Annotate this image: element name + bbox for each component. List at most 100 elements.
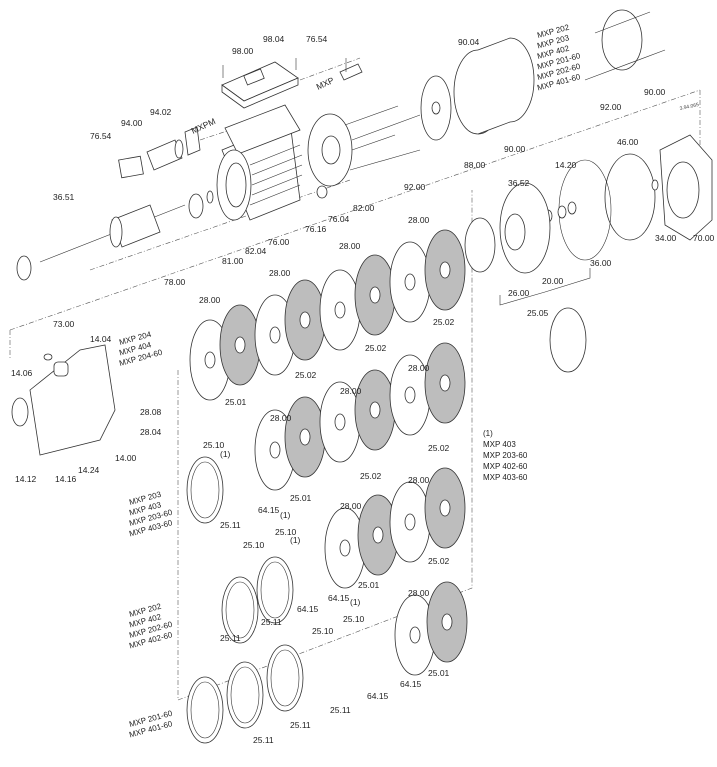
part-label: 90.00 xyxy=(644,87,666,97)
part-label: 94.00 xyxy=(121,118,143,128)
hub xyxy=(439,499,451,517)
footnote-line: MXP 203-60 xyxy=(483,451,528,460)
part-label: 25.02 xyxy=(433,317,455,327)
part-label: 90.00 xyxy=(504,144,526,154)
hub xyxy=(404,386,416,404)
part-label: 98.04 xyxy=(263,34,285,44)
part-label: 36.52 xyxy=(508,178,530,188)
part-label: 28.00 xyxy=(339,241,361,251)
hub xyxy=(372,526,384,544)
part-label: 25.01 xyxy=(290,493,312,503)
part-label: 70.00 xyxy=(693,233,715,243)
part-label: 64.15 xyxy=(258,505,280,515)
part-label: 25.02 xyxy=(428,556,450,566)
stages xyxy=(186,229,468,744)
part-label: 94.02 xyxy=(150,107,172,117)
part-label: 25.10 xyxy=(275,527,297,537)
part-label: 78.00 xyxy=(164,277,186,287)
mxp-variant-label: MXP xyxy=(315,75,336,92)
wear-ring xyxy=(186,676,224,744)
hub xyxy=(369,401,381,419)
part-label: 28.00 xyxy=(269,268,291,278)
part-label: 64.15 xyxy=(328,593,350,603)
fan-cover-alt xyxy=(584,9,666,81)
part-label: 82.04 xyxy=(245,246,267,256)
part-label: 81.00 xyxy=(222,256,244,266)
terminal-block xyxy=(339,58,363,81)
part-label: 28.00 xyxy=(408,215,430,225)
hub xyxy=(299,428,311,446)
part-label: 25.01 xyxy=(428,668,450,678)
motor-flange xyxy=(307,105,421,199)
part-label: 76.54 xyxy=(90,131,112,141)
hub xyxy=(441,613,453,631)
part-label: 76.00 xyxy=(268,237,290,247)
part-label: 36.51 xyxy=(53,192,75,202)
mxpm-variant-label: MXPM xyxy=(190,116,217,136)
wear-ring-inner xyxy=(190,461,220,519)
part-label: 64.15 xyxy=(367,691,389,701)
part-label: 82.00 xyxy=(353,203,375,213)
part-label: 25.10 xyxy=(243,540,265,550)
part-label: 28.08 xyxy=(140,407,162,417)
part-label: 25.05 xyxy=(527,308,549,318)
part-label: 92.00 xyxy=(404,182,426,192)
wear-ring-inner xyxy=(260,561,290,619)
part-label: 76.54 xyxy=(306,34,328,44)
part-label: 28.04 xyxy=(140,427,162,437)
wear-ring xyxy=(256,556,294,624)
part-label: 64.15 xyxy=(297,604,319,614)
part-label: 28.00 xyxy=(408,363,430,373)
junction-box-cover xyxy=(221,58,299,109)
part-label: 73.00 xyxy=(53,319,75,329)
hub xyxy=(409,626,421,644)
part-label: 36.00 xyxy=(590,258,612,268)
part-label: 92.00 xyxy=(600,102,622,112)
hub xyxy=(299,311,311,329)
part-label: 25.10 xyxy=(203,440,225,450)
hub xyxy=(369,286,381,304)
part-label: 25.01 xyxy=(358,580,380,590)
rotor-shaft xyxy=(16,190,214,281)
part-label: (1) xyxy=(290,535,301,545)
part-label: 28.00 xyxy=(270,413,292,423)
wear-ring xyxy=(226,661,264,729)
hub xyxy=(234,336,246,354)
part-label: 25.11 xyxy=(261,617,282,627)
part-label: 28.00 xyxy=(340,501,362,511)
fan-cover xyxy=(453,37,535,135)
part-label: 46.00 xyxy=(617,137,639,147)
part-label: 28.00 xyxy=(408,475,430,485)
part-label: 25.02 xyxy=(365,343,387,353)
part-label: 34.00 xyxy=(655,233,677,243)
hub xyxy=(339,539,351,557)
hub xyxy=(269,326,281,344)
capacitor xyxy=(118,126,201,179)
pump-casing xyxy=(11,344,116,456)
hub xyxy=(269,441,281,459)
hub xyxy=(439,374,451,392)
wear-ring-inner xyxy=(230,666,260,724)
part-label: 25.02 xyxy=(428,443,450,453)
part-label: (1) xyxy=(280,510,291,520)
part-label: 98.00 xyxy=(232,46,254,56)
part-label: 14.06 xyxy=(11,368,33,378)
footnote-line: MXP 402-60 xyxy=(483,462,528,471)
part-label: 64.15 xyxy=(400,679,422,689)
part-label: 28.00 xyxy=(408,588,430,598)
wear-ring xyxy=(186,456,224,524)
part-label: 14.24 xyxy=(78,465,100,475)
part-label: 25.02 xyxy=(360,471,382,481)
wear-ring-inner xyxy=(270,649,300,707)
part-label: (1) xyxy=(220,449,231,459)
part-label: 14.20 xyxy=(555,160,577,170)
part-label: 25.01 xyxy=(225,397,247,407)
fan xyxy=(420,75,452,141)
part-label: 20.00 xyxy=(542,276,564,286)
part-label: 28.00 xyxy=(199,295,221,305)
part-label: 76.16 xyxy=(305,224,327,234)
wear-ring-inner xyxy=(225,581,255,639)
footnote-line: MXP 403-60 xyxy=(483,473,528,482)
